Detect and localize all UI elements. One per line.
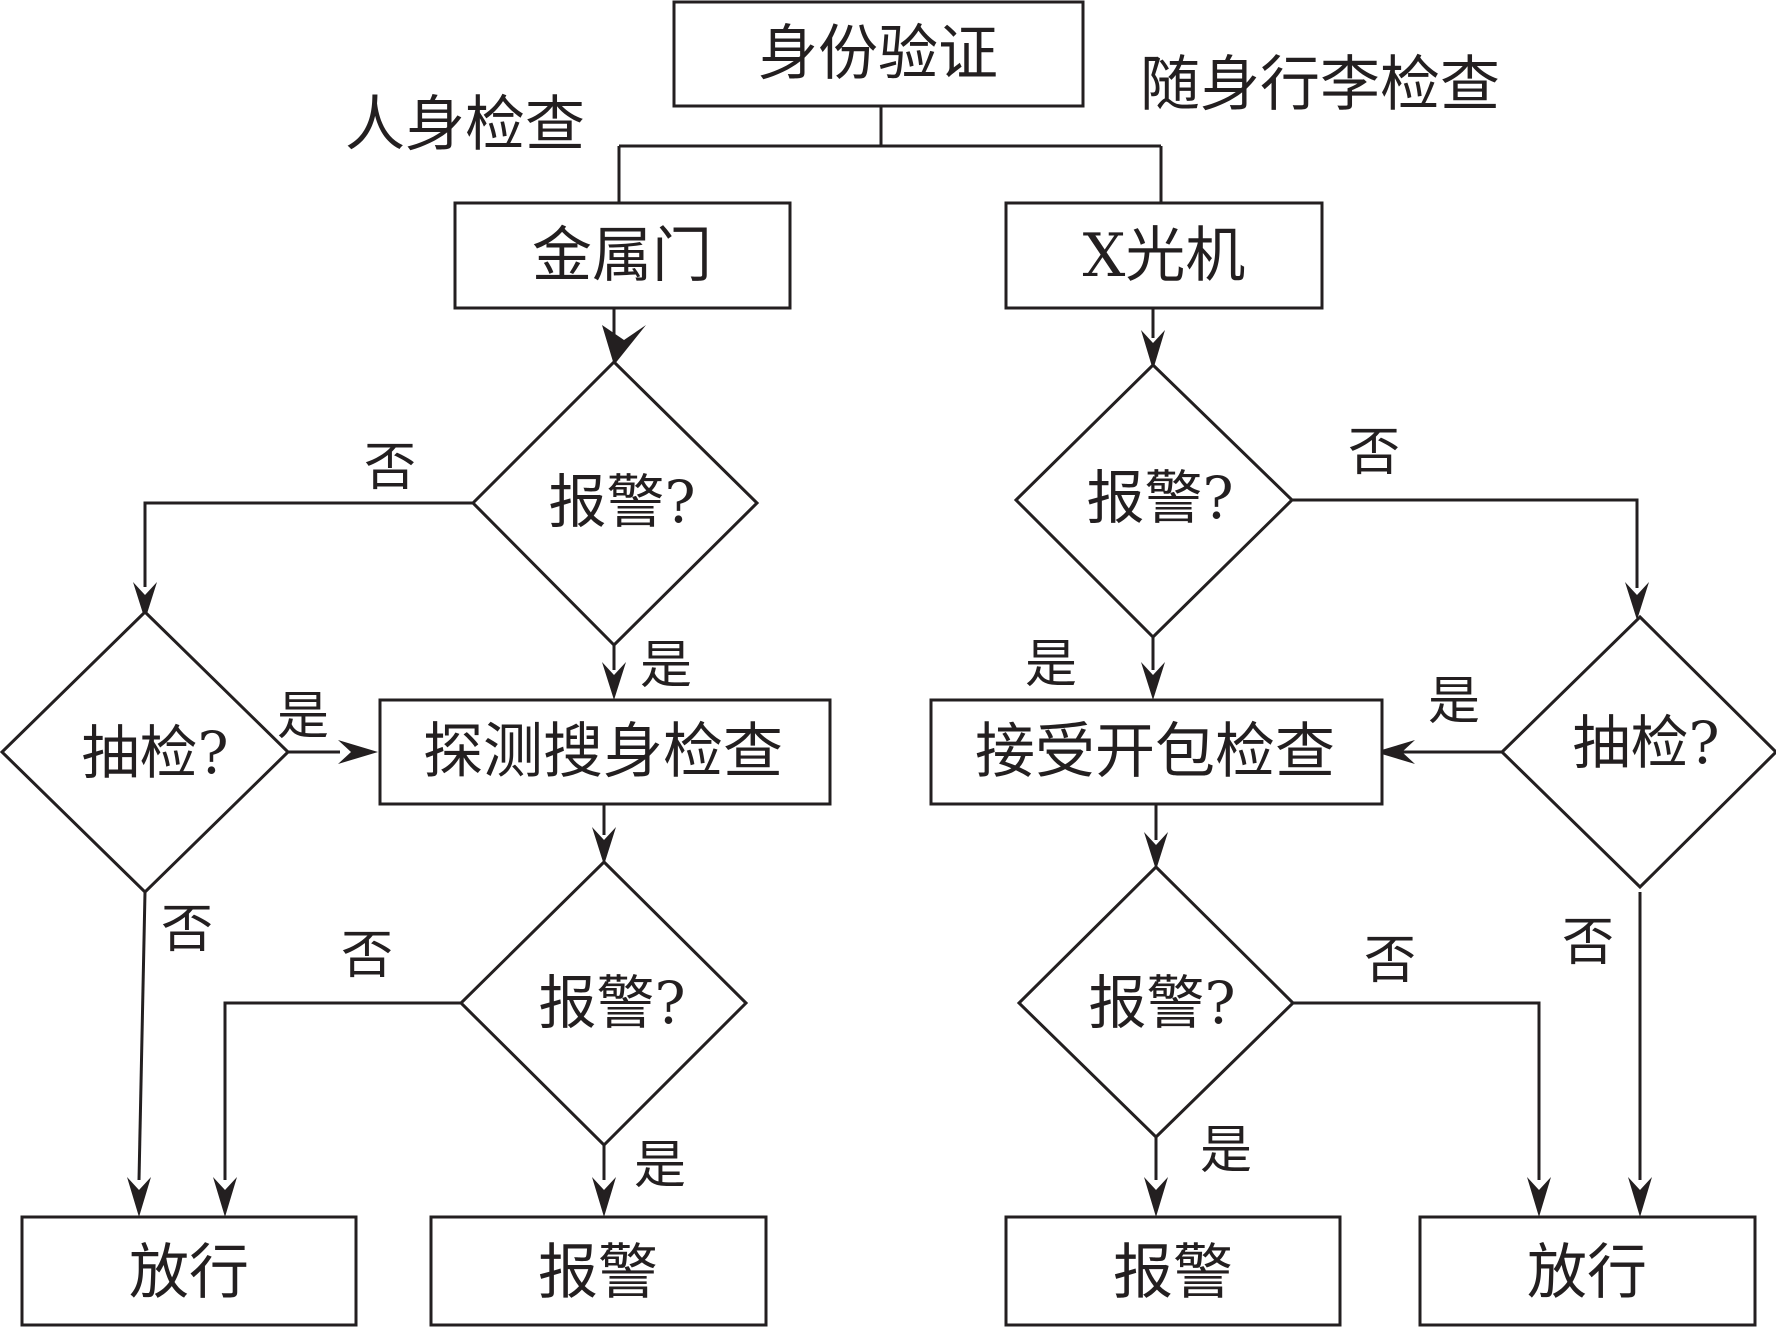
edge-label-yes: 是 bbox=[640, 636, 692, 696]
arrowhead bbox=[592, 1177, 616, 1217]
right-alarm-out-label: 报警 bbox=[1113, 1238, 1233, 1308]
arrowhead bbox=[602, 662, 626, 700]
edge-labels: 否 是 是 否 否 是 否 是 是 否 否 是 bbox=[161, 423, 1614, 1196]
edge-label-yes: 是 bbox=[277, 687, 329, 747]
xray-box bbox=[1004, 201, 1324, 310]
arrowhead bbox=[338, 740, 378, 764]
edge-label-yes: 是 bbox=[1025, 635, 1077, 695]
body-search-box bbox=[378, 698, 832, 806]
left-alarm-decision bbox=[470, 359, 760, 648]
left-alarm-out-label: 报警 bbox=[538, 1238, 658, 1308]
right-sample-decision-label: 抽检? bbox=[1572, 709, 1719, 777]
right-alarm2-decision-label: 报警? bbox=[1088, 969, 1235, 1037]
right-alarm-decision-label: 报警? bbox=[1086, 464, 1233, 532]
body-search-label: 探测搜身检查 bbox=[423, 717, 783, 787]
arrowhead bbox=[1141, 662, 1165, 700]
right-alarm-out-box bbox=[1004, 1215, 1342, 1327]
left-alarm-decision-label: 报警? bbox=[548, 468, 695, 536]
edge-label-no: 否 bbox=[1348, 423, 1400, 483]
edge-label-no: 否 bbox=[341, 926, 393, 986]
left-sample-decision-label: 抽检? bbox=[81, 719, 228, 787]
right-alarm-decision bbox=[1013, 362, 1295, 640]
decision-diamonds bbox=[0, 359, 1776, 1148]
left-sample-decision bbox=[0, 609, 291, 895]
edge-label-no: 否 bbox=[1562, 913, 1614, 973]
arrowheads bbox=[127, 325, 1652, 1217]
right-alarm2-decision bbox=[1016, 864, 1296, 1140]
connector-left-alarm2-no bbox=[223, 1001, 461, 1180]
metal-door-box bbox=[453, 201, 792, 310]
connector-left-sample-no bbox=[137, 891, 147, 1181]
bag-open-box bbox=[929, 698, 1384, 806]
branch-labels: 人身检查 随身行李检查 bbox=[345, 50, 1500, 160]
edge-label-no: 否 bbox=[161, 900, 213, 960]
edge-label-no: 否 bbox=[364, 438, 416, 498]
personal-check-label: 人身检查 bbox=[345, 90, 585, 160]
xray-label: X光机 bbox=[1083, 221, 1246, 291]
node-labels: 身份验证 金属门 X光机 报警? 报警? 抽检? 抽检? 探测搜身检查 接受开包… bbox=[81, 19, 1719, 1308]
connectors bbox=[137, 106, 1642, 1181]
process-boxes bbox=[20, 0, 1757, 1327]
arrowhead bbox=[592, 827, 616, 865]
connector-right-alarm2-no bbox=[1293, 1001, 1541, 1180]
left-alarm-out-box bbox=[429, 1215, 768, 1327]
arrowhead bbox=[1628, 1177, 1652, 1217]
arrowhead bbox=[213, 1177, 237, 1217]
arrowhead bbox=[1375, 740, 1415, 764]
edge-label-no: 否 bbox=[1364, 931, 1416, 991]
left-alarm2-decision-label: 报警? bbox=[538, 969, 685, 1037]
arrowhead bbox=[127, 1177, 151, 1217]
edge-label-yes: 是 bbox=[1200, 1121, 1252, 1181]
arrowhead bbox=[1625, 582, 1649, 620]
left-release-label: 放行 bbox=[129, 1238, 249, 1308]
arrowhead bbox=[1527, 1177, 1551, 1217]
right-release-box bbox=[1418, 1215, 1757, 1327]
right-release-label: 放行 bbox=[1527, 1238, 1647, 1308]
connector-left-alarm-no bbox=[143, 501, 473, 587]
metal-door-label: 金属门 bbox=[532, 221, 712, 291]
luggage-check-label: 随身行李检查 bbox=[1140, 50, 1500, 120]
identity-box bbox=[672, 0, 1085, 108]
bag-open-label: 接受开包检查 bbox=[975, 717, 1335, 787]
arrowhead bbox=[1144, 1177, 1168, 1217]
identity-label: 身份验证 bbox=[758, 19, 998, 89]
left-alarm2-decision bbox=[458, 859, 749, 1148]
arrowhead bbox=[133, 582, 157, 620]
edge-label-yes: 是 bbox=[634, 1136, 686, 1196]
arrowhead bbox=[602, 325, 646, 365]
arrowhead bbox=[1144, 832, 1168, 870]
connector-right-alarm-no bbox=[1292, 498, 1639, 588]
arrowhead bbox=[1141, 330, 1165, 370]
right-sample-decision bbox=[1499, 614, 1776, 890]
edge-label-yes: 是 bbox=[1428, 672, 1480, 732]
left-release-box bbox=[20, 1215, 358, 1327]
